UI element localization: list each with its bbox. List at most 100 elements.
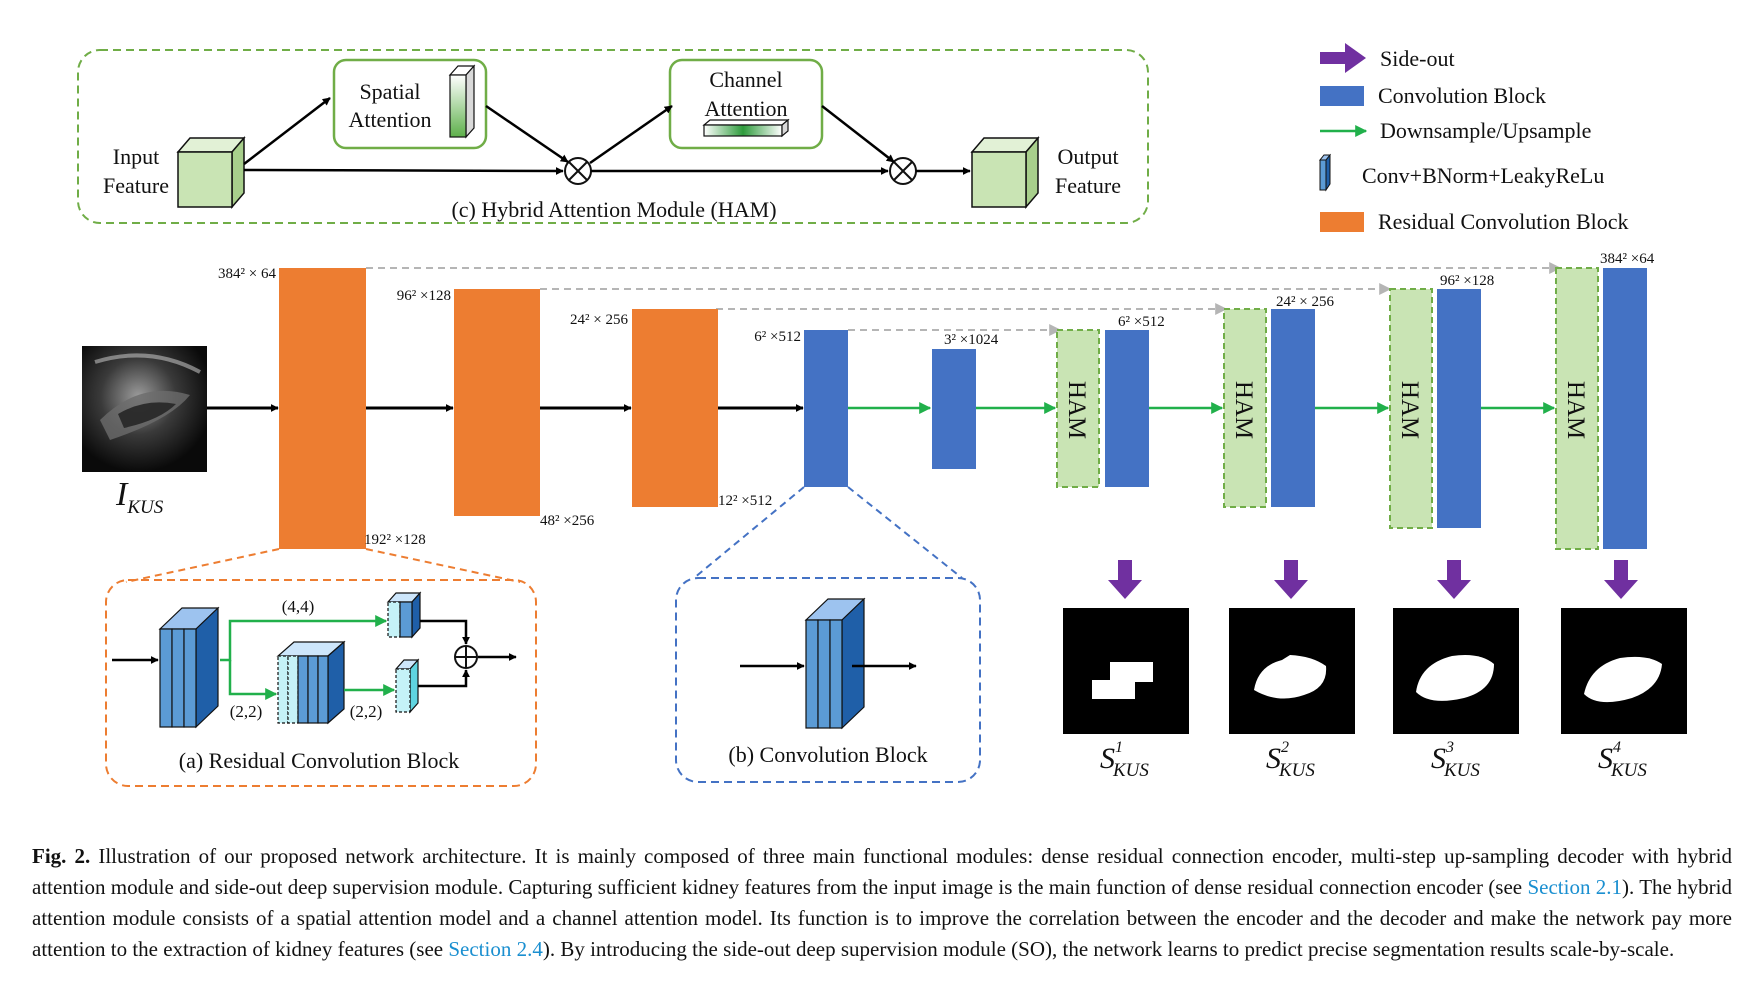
green-arrow-icon: [228, 660, 278, 700]
circle-times-icon: [564, 157, 592, 185]
decoder-conv-block-1: [1105, 330, 1149, 487]
residual-label-2-2-right: (2,2): [350, 702, 383, 721]
arrow-right-icon: [485, 104, 569, 164]
ham-flow-arrows: [243, 97, 971, 175]
legend: Side-out Convolution Block Downsample/Up…: [1318, 43, 1629, 234]
legend-residual-conv-block: Residual Convolution Block: [1378, 209, 1629, 234]
conv-block-panel: (b) Convolution Block: [675, 486, 981, 783]
ham-block-label-2: HAM: [1230, 381, 1257, 439]
kidney-ultrasound-image: [82, 346, 207, 472]
encoder-block-3: [632, 309, 718, 507]
conv-block-border: [675, 577, 981, 783]
arrow-right-icon: [589, 104, 673, 165]
architecture-diagram: Input Feature Spatial Attention Channel …: [77, 43, 1687, 787]
green-arrow-icon: [220, 615, 388, 662]
legend-item-downsample: Downsample/Upsample: [1320, 118, 1591, 143]
arrow-right-icon: [418, 669, 470, 688]
legend-item-res-block: Residual Convolution Block: [1320, 209, 1629, 234]
skip-connections: [366, 262, 1562, 336]
dim-dec2: 24² × 256: [1276, 294, 1334, 310]
output-feature-cube: [970, 135, 1040, 210]
dim-dec1: 6² ×512: [1118, 314, 1165, 330]
legend-blue-swatch: [1320, 86, 1364, 106]
residual-label-2-2-left: (2,2): [230, 702, 263, 721]
input-feature-label-1: Input: [113, 144, 159, 169]
zoom-line-right: [365, 548, 521, 583]
purple-down-arrow-icon: [1437, 560, 1471, 599]
legend-downsample-upsample: Downsample/Upsample: [1380, 118, 1591, 143]
conv-stack-medium: [804, 597, 866, 730]
legend-orange-swatch: [1320, 212, 1364, 232]
zoom-line-left: [125, 548, 280, 583]
conv-stack-large: [158, 606, 220, 729]
purple-down-arrow-icon: [1604, 560, 1638, 599]
legend-side-out: Side-out: [1380, 46, 1455, 71]
caption-text-1: Illustration of our proposed network arc…: [32, 844, 1732, 899]
bottleneck-block: [932, 349, 976, 469]
dim-enc2-bottom: 48² ×256: [540, 513, 595, 529]
ham-panel: Input Feature Spatial Attention Channel …: [77, 49, 1149, 224]
dim-enc2-top: 96² ×128: [397, 288, 451, 304]
conv-stack-small-bottom: [394, 658, 420, 714]
dim-enc4-top: 6² ×512: [754, 329, 801, 345]
circle-plus-icon: [454, 645, 478, 669]
ham-block-3: [1389, 288, 1433, 529]
output-feature-label-1: Output: [1057, 144, 1118, 169]
legend-item-conv-block: Convolution Block: [1320, 83, 1546, 108]
channel-attention-vector-icon: [702, 118, 790, 138]
residual-block-border: [105, 579, 537, 787]
purple-down-arrow-icon: [1108, 560, 1142, 599]
dim-enc3-bottom: 12² ×512: [718, 493, 772, 509]
spatial-attention-label-2: Attention: [348, 107, 431, 132]
purple-right-arrow-icon: [1320, 43, 1366, 73]
residual-block-panel: (4,4) (2,2) (2,2) (a) Residual Convoluti…: [105, 548, 537, 787]
residual-black-arrows: [418, 619, 517, 688]
conv-stack-dense: [276, 640, 346, 725]
dim-enc1-top: 384² × 64: [218, 266, 276, 282]
residual-label-4-4: (4,4): [282, 597, 315, 616]
segmentation-mask-image: [1229, 608, 1355, 734]
decoder-conv-block-2: [1271, 309, 1315, 507]
residual-green-arrows: [220, 615, 396, 700]
figure-caption: Fig. 2. Illustration of our proposed net…: [32, 841, 1732, 965]
legend-conv-block: Convolution Block: [1378, 83, 1546, 108]
input-feature-label-2: Feature: [103, 173, 169, 198]
output-feature-label-2: Feature: [1055, 173, 1121, 198]
spatial-attention-box: [332, 58, 488, 150]
ham-block-1: [1056, 329, 1100, 488]
spatial-attention-map-icon: [448, 64, 476, 139]
ham-block-label-3: HAM: [1396, 381, 1423, 439]
encoder-block-4: [804, 330, 848, 487]
spatial-attention-label-1: Spatial: [359, 79, 420, 104]
decoder-conv-block-4: [1603, 268, 1647, 549]
arrow-right-icon: [243, 166, 564, 175]
caption-link-section-2-1[interactable]: Section 2.1: [1527, 875, 1623, 899]
channel-attention-label-2: Attention: [704, 96, 787, 121]
ham-panel-border: [77, 49, 1149, 224]
segmentation-mask-image: [1393, 608, 1519, 734]
arrow-right-icon: [420, 619, 470, 645]
ham-block-4: [1555, 267, 1599, 550]
caption-text-3: ). By introducing the side-out deep supe…: [542, 937, 1675, 961]
dimension-labels: 384² × 64 192² ×128 96² ×128 48² ×256 24…: [218, 251, 1655, 548]
dim-enc1-bottom: 192² ×128: [364, 532, 426, 548]
ham-block-label-1: HAM: [1063, 381, 1090, 439]
residual-panel-title: (a) Residual Convolution Block: [179, 748, 459, 773]
dim-dec3: 96² ×128: [1440, 273, 1494, 289]
caption-figure-label: Fig. 2.: [32, 844, 91, 868]
arrow-right-icon: [821, 105, 895, 163]
encoder-block-2: [454, 289, 540, 516]
zoom-line-right: [847, 486, 963, 579]
caption-text-2: ). The hybrid attention module consists …: [32, 875, 1732, 961]
caption-link-section-2-4[interactable]: Section 2.4: [448, 937, 543, 961]
decoder-conv-block-3: [1437, 289, 1481, 528]
dim-bottleneck: 3² ×1024: [944, 332, 999, 348]
dim-dec4: 384² ×64: [1600, 251, 1655, 267]
channel-attention-label-1: Channel: [709, 67, 782, 92]
segmentation-mask-image: [1063, 608, 1189, 734]
encoder-block-1: [279, 268, 366, 549]
